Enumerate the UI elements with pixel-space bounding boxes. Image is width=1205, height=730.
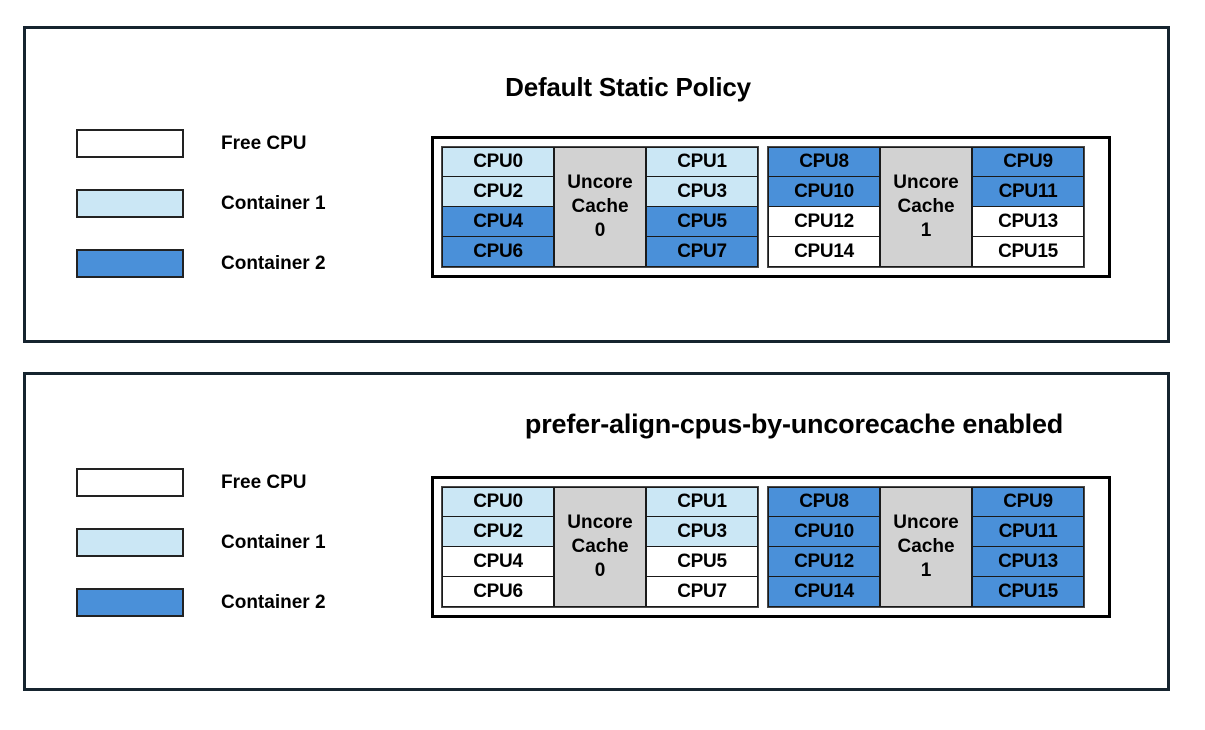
uncore-cache-block: Uncore Cache 1: [880, 147, 972, 267]
legend-swatch-container-2: [76, 249, 184, 278]
legend-item-free-cpu: Free CPU: [76, 468, 307, 497]
uncore-cache-block: Uncore Cache 0: [554, 147, 646, 267]
cpu-cell[interactable]: CPU9: [972, 147, 1084, 177]
page-title: prefer-align-cpus-by-uncorecache enabled: [524, 409, 1064, 439]
uncore-line-2: Cache: [897, 535, 955, 557]
cpu-column-left: CPU8 CPU10 CPU12 CPU14: [768, 487, 880, 607]
panel-prefer-align-enabled: prefer-align-cpus-by-uncorecache enabled…: [23, 372, 1170, 691]
cpu-cell[interactable]: CPU12: [768, 207, 880, 237]
cpu-cell[interactable]: CPU5: [646, 547, 758, 577]
cpu-cell[interactable]: CPU7: [646, 577, 758, 607]
cpu-cell[interactable]: CPU15: [972, 237, 1084, 267]
uncore-line-1: Uncore: [567, 171, 633, 193]
uncore-line-1: Uncore: [567, 511, 633, 533]
cpu-cell[interactable]: CPU4: [442, 547, 554, 577]
cpu-column-left: CPU0 CPU2 CPU4 CPU6: [442, 487, 554, 607]
cpu-cell[interactable]: CPU0: [442, 147, 554, 177]
legend-swatch-free-cpu: [76, 468, 184, 497]
uncore-line-2: Cache: [897, 195, 955, 217]
cpu-cell[interactable]: CPU11: [972, 177, 1084, 207]
cpu-topology-diagram-1: CPU0 CPU2 CPU4 CPU6 Uncore Cache 0 CPU1 …: [431, 136, 1111, 278]
socket-uncore-cache-0: CPU0 CPU2 CPU4 CPU6 Uncore Cache 0 CPU1 …: [441, 146, 759, 268]
uncore-cache-block: Uncore Cache 1: [880, 487, 972, 607]
cpu-cell[interactable]: CPU10: [768, 517, 880, 547]
legend-item-container-1: Container 1: [76, 528, 326, 557]
cpu-cell[interactable]: CPU13: [972, 207, 1084, 237]
cpu-column-left: CPU8 CPU10 CPU12 CPU14: [768, 147, 880, 267]
cpu-cell[interactable]: CPU13: [972, 547, 1084, 577]
cpu-cell[interactable]: CPU8: [768, 147, 880, 177]
uncore-line-2: Cache: [571, 535, 629, 557]
legend-label-container-1: Container 1: [221, 192, 326, 214]
legend-item-container-2: Container 2: [76, 249, 326, 278]
cpu-column-right: CPU9 CPU11 CPU13 CPU15: [972, 147, 1084, 267]
cpu-cell[interactable]: CPU9: [972, 487, 1084, 517]
cpu-cell[interactable]: CPU3: [646, 517, 758, 547]
cpu-cell[interactable]: CPU12: [768, 547, 880, 577]
cpu-cell[interactable]: CPU2: [442, 517, 554, 547]
socket-uncore-cache-0: CPU0 CPU2 CPU4 CPU6 Uncore Cache 0 CPU1 …: [441, 486, 759, 608]
cpu-cell[interactable]: CPU1: [646, 487, 758, 517]
cpu-topology-diagram-2: CPU0 CPU2 CPU4 CPU6 Uncore Cache 0 CPU1 …: [431, 476, 1111, 618]
legend-panel-2: Free CPU Container 1 Container 2: [76, 468, 376, 628]
cpu-column-right: CPU1 CPU3 CPU5 CPU7: [646, 147, 758, 267]
cpu-cell[interactable]: CPU5: [646, 207, 758, 237]
cpu-column-right: CPU9 CPU11 CPU13 CPU15: [972, 487, 1084, 607]
socket-uncore-cache-1: CPU8 CPU10 CPU12 CPU14 Uncore Cache 1 CP…: [767, 486, 1085, 608]
uncore-index: 0: [594, 560, 606, 582]
legend-label-free-cpu: Free CPU: [221, 471, 307, 493]
legend-label-container-2: Container 2: [221, 252, 326, 274]
page-title: Default Static Policy: [505, 72, 751, 102]
cpu-cell[interactable]: CPU3: [646, 177, 758, 207]
legend-item-container-1: Container 1: [76, 189, 326, 218]
cpu-column-left: CPU0 CPU2 CPU4 CPU6: [442, 147, 554, 267]
uncore-line-1: Uncore: [893, 511, 959, 533]
cpu-cell[interactable]: CPU15: [972, 577, 1084, 607]
legend-swatch-free-cpu: [76, 129, 184, 158]
cpu-cell[interactable]: CPU8: [768, 487, 880, 517]
panel-default-static-policy: Default Static Policy Free CPU Container…: [23, 26, 1170, 343]
socket-uncore-cache-1: CPU8 CPU10 CPU12 CPU14 Uncore Cache 1 CP…: [767, 146, 1085, 268]
legend-item-container-2: Container 2: [76, 588, 326, 617]
legend-label-free-cpu: Free CPU: [221, 132, 307, 154]
cpu-cell[interactable]: CPU1: [646, 147, 758, 177]
uncore-index: 1: [920, 560, 932, 582]
cpu-column-right: CPU1 CPU3 CPU5 CPU7: [646, 487, 758, 607]
uncore-line-1: Uncore: [893, 171, 959, 193]
cpu-cell[interactable]: CPU14: [768, 237, 880, 267]
uncore-cache-block: Uncore Cache 0: [554, 487, 646, 607]
legend-swatch-container-1: [76, 528, 184, 557]
uncore-line-2: Cache: [571, 195, 629, 217]
legend-swatch-container-2: [76, 588, 184, 617]
cpu-cell[interactable]: CPU6: [442, 237, 554, 267]
uncore-index: 1: [920, 220, 932, 242]
cpu-cell[interactable]: CPU10: [768, 177, 880, 207]
cpu-cell[interactable]: CPU7: [646, 237, 758, 267]
cpu-cell[interactable]: CPU4: [442, 207, 554, 237]
uncore-index: 0: [594, 220, 606, 242]
cpu-cell[interactable]: CPU2: [442, 177, 554, 207]
legend-swatch-container-1: [76, 189, 184, 218]
cpu-cell[interactable]: CPU0: [442, 487, 554, 517]
cpu-cell[interactable]: CPU6: [442, 577, 554, 607]
cpu-cell[interactable]: CPU14: [768, 577, 880, 607]
legend-panel-1: Free CPU Container 1 Container 2: [76, 129, 376, 289]
legend-label-container-1: Container 1: [221, 531, 326, 553]
cpu-cell[interactable]: CPU11: [972, 517, 1084, 547]
legend-label-container-2: Container 2: [221, 591, 326, 613]
legend-item-free-cpu: Free CPU: [76, 129, 307, 158]
